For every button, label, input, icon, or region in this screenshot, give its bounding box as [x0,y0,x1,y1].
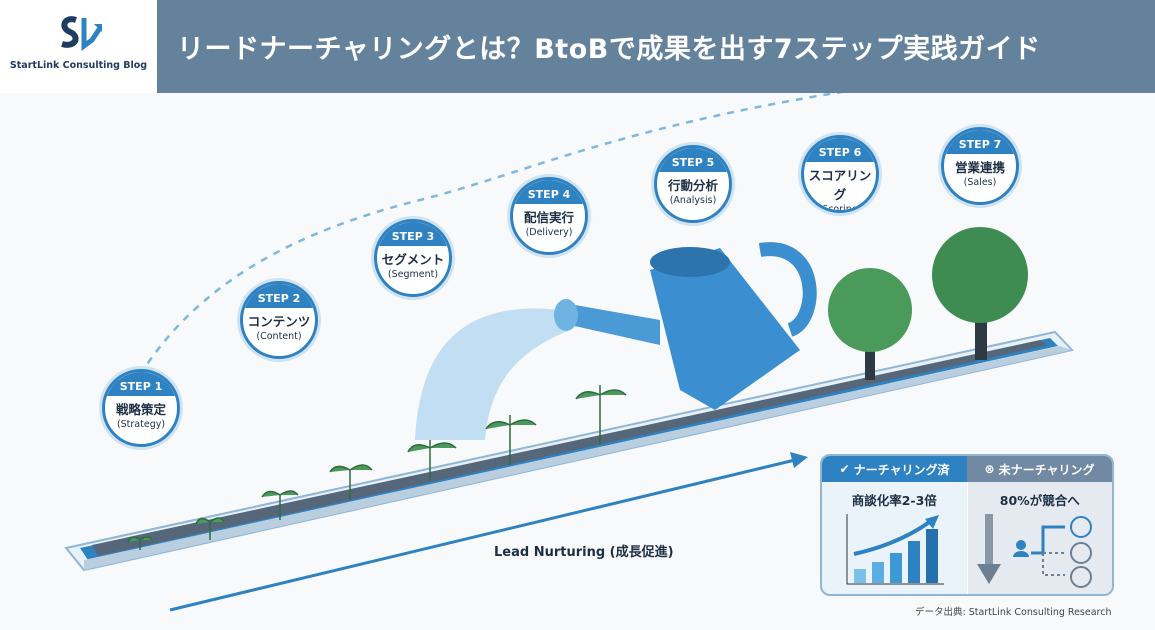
page-title: リードナーチャリングとは？BtoBで成果を出す7ステップ実践ガイド [157,0,1155,93]
watering-can [554,242,817,410]
brand-logo: StartLink Consulting Blog [0,0,157,93]
logo-mark-icon [60,16,102,51]
step-subtitle: (Strategy) [116,419,166,430]
step-path-dashed [138,93,844,376]
not-nurtured-stat: 80%が競合へ [999,493,1080,508]
nurtured-stat: 商談化率2-3倍 [851,493,937,508]
growth-bar-chart-icon [846,514,945,585]
step-subtitle: (Scoring) [818,204,862,213]
comparison-panel: ✔ナーチャリング済 ⊗未ナーチャリング 商談化率2-3倍 80%が競合へ [820,454,1114,596]
lead-nurturing-label: Lead Nurturing (成長促進) [494,545,674,560]
trees [828,227,1028,380]
step-title: 営業連携 [954,160,1005,175]
step-title: スコアリング [808,168,872,202]
step-title: 戦略策定 [115,402,166,417]
step-subtitle: (Delivery) [525,227,573,238]
brand-name: StartLink Consulting Blog [9,60,148,71]
not-nurtured-column: 80%が競合へ [966,482,1112,594]
step-subtitle: (Analysis) [669,195,717,206]
x-circle-icon: ⊗ [984,462,995,476]
step-subtitle: (Segment) [387,269,439,280]
step-title: セグメント [381,252,445,267]
competitor-loss-icon [976,514,1092,588]
not-nurtured-header: ⊗未ナーチャリング [967,456,1112,482]
step-title: コンテンツ [247,314,311,329]
growth-arrow [169,458,796,612]
illustration [64,93,1074,612]
step-title: 行動分析 [667,178,718,193]
check-circle-icon: ✔ [839,462,850,476]
step-subtitle: (Content) [256,331,302,342]
step-subtitle: (Sales) [963,177,997,188]
water-stream [415,308,570,440]
nurtured-column: 商談化率2-3倍 [822,482,967,594]
data-source: データ出典: StartLink Consulting Research [915,607,1112,618]
nurtured-header: ✔ナーチャリング済 [822,456,967,482]
planter [64,330,1074,572]
step-title: 配信実行 [523,210,574,225]
seedlings [127,385,627,550]
